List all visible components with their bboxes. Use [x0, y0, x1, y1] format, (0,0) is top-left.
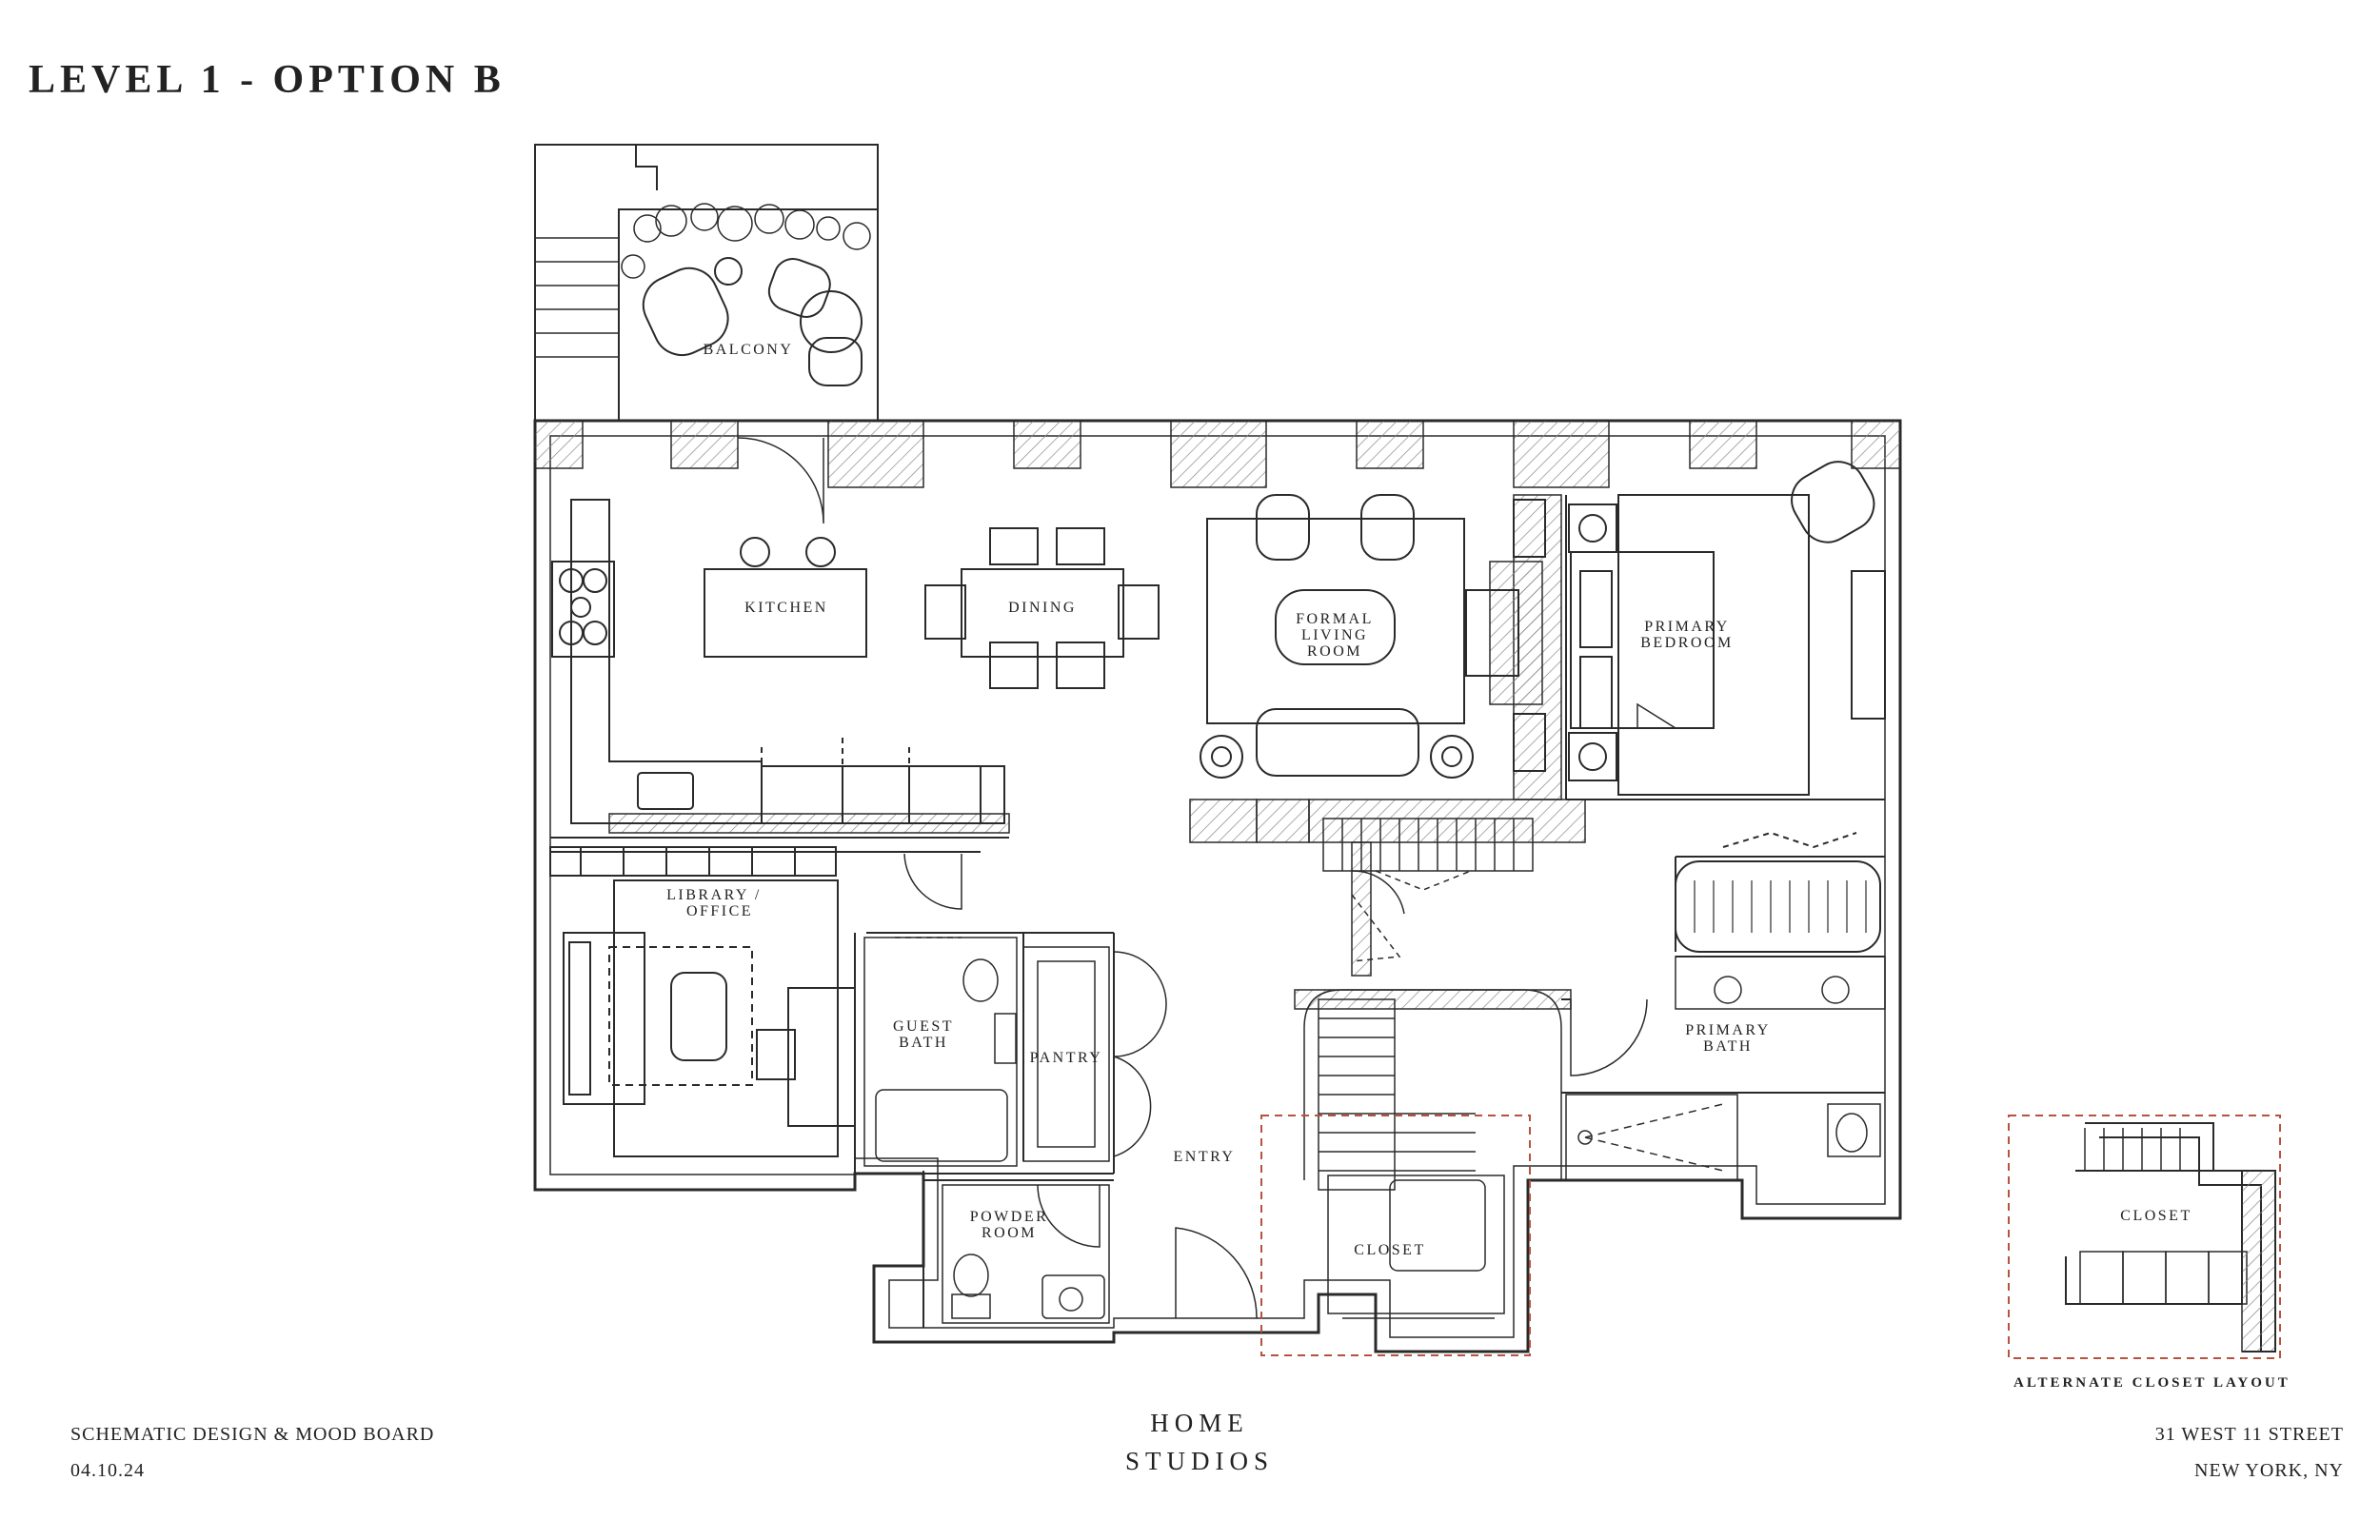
label-dining: DINING: [1008, 600, 1077, 616]
label-powder-1: POWDER: [970, 1209, 1049, 1225]
coffee-table: [1275, 589, 1396, 665]
kitchen-door: [737, 437, 824, 524]
label-primary-bath-2: BATH: [1703, 1038, 1753, 1055]
label-alt-closet: CLOSET: [2120, 1208, 2192, 1224]
label-kitchen: KITCHEN: [744, 600, 828, 616]
kitchen-area: [551, 499, 1005, 824]
label-entry: ENTRY: [1174, 1149, 1236, 1165]
stair-upper: [1322, 818, 1534, 891]
range: [551, 561, 615, 658]
label-closet: CLOSET: [1354, 1242, 1425, 1258]
alternate-closet-plan: [2065, 1122, 2276, 1352]
stair-main: [1303, 989, 1562, 1191]
closet-highlight: [1260, 1115, 2281, 1359]
label-library-2: OFFICE: [686, 903, 753, 919]
wall-piers: [534, 420, 1901, 1010]
alternate-closet-caption: ALTERNATE CLOSET LAYOUT: [2013, 1375, 2291, 1391]
label-primary-bedroom-2: BEDROOM: [1640, 635, 1734, 651]
footer-subtitle: SCHEMATIC DESIGN & MOOD BOARD: [70, 1424, 435, 1445]
footer-date: 04.10.24: [70, 1460, 145, 1481]
footer-city: NEW YORK, NY: [2194, 1460, 2344, 1481]
label-guest-bath-2: BATH: [899, 1035, 948, 1051]
planter: [621, 203, 871, 279]
primary-bath-area: [1565, 956, 1886, 1181]
balcony-area: [534, 144, 879, 422]
lounge-chair: [642, 267, 729, 357]
guest-bath-area: [863, 937, 1018, 1167]
brand-line-1: HOME: [1150, 1409, 1249, 1437]
desk: [787, 987, 856, 1127]
bed: [1617, 494, 1810, 796]
page-title: LEVEL 1 - OPTION B: [29, 58, 506, 102]
label-formal-living-1: FORMAL: [1296, 611, 1374, 627]
brand-logo: HOME STUDIOS: [1123, 1404, 1276, 1480]
library-area: [549, 846, 962, 1157]
living-area: [1200, 494, 1546, 779]
sofa: [1256, 708, 1419, 777]
pantry-area: [1022, 946, 1167, 1162]
label-balcony: BALCONY: [704, 342, 794, 358]
label-library-1: LIBRARY /: [666, 887, 762, 903]
walls: [533, 419, 1902, 1353]
brand-line-2: STUDIOS: [1124, 1447, 1274, 1475]
label-primary-bedroom-1: PRIMARY: [1644, 619, 1730, 635]
label-formal-living-3: ROOM: [1307, 643, 1362, 660]
label-guest-bath-1: GUEST: [893, 1018, 954, 1035]
label-formal-living-2: LIVING: [1301, 627, 1368, 643]
powder-room-area: [942, 1184, 1110, 1324]
label-powder-2: ROOM: [982, 1225, 1037, 1241]
ottoman: [670, 972, 727, 1061]
label-pantry: PANTRY: [1030, 1050, 1103, 1066]
entry-door: [1175, 1227, 1258, 1319]
balcony-table: [800, 290, 863, 353]
label-primary-bath-1: PRIMARY: [1685, 1022, 1771, 1038]
kitchen-island: [704, 568, 867, 658]
closet-area: [1327, 1175, 1505, 1319]
tub: [875, 1089, 1008, 1162]
bedroom-area: [1568, 461, 1886, 953]
dining-table: [961, 568, 1124, 658]
room-labels: BALCONY KITCHEN DINING FORMAL LIVING ROO…: [666, 342, 2192, 1258]
dining-area: [924, 527, 1160, 689]
sink: [637, 772, 694, 810]
rug: [1206, 518, 1465, 724]
footer-address: 31 WEST 11 STREET: [2154, 1424, 2344, 1445]
